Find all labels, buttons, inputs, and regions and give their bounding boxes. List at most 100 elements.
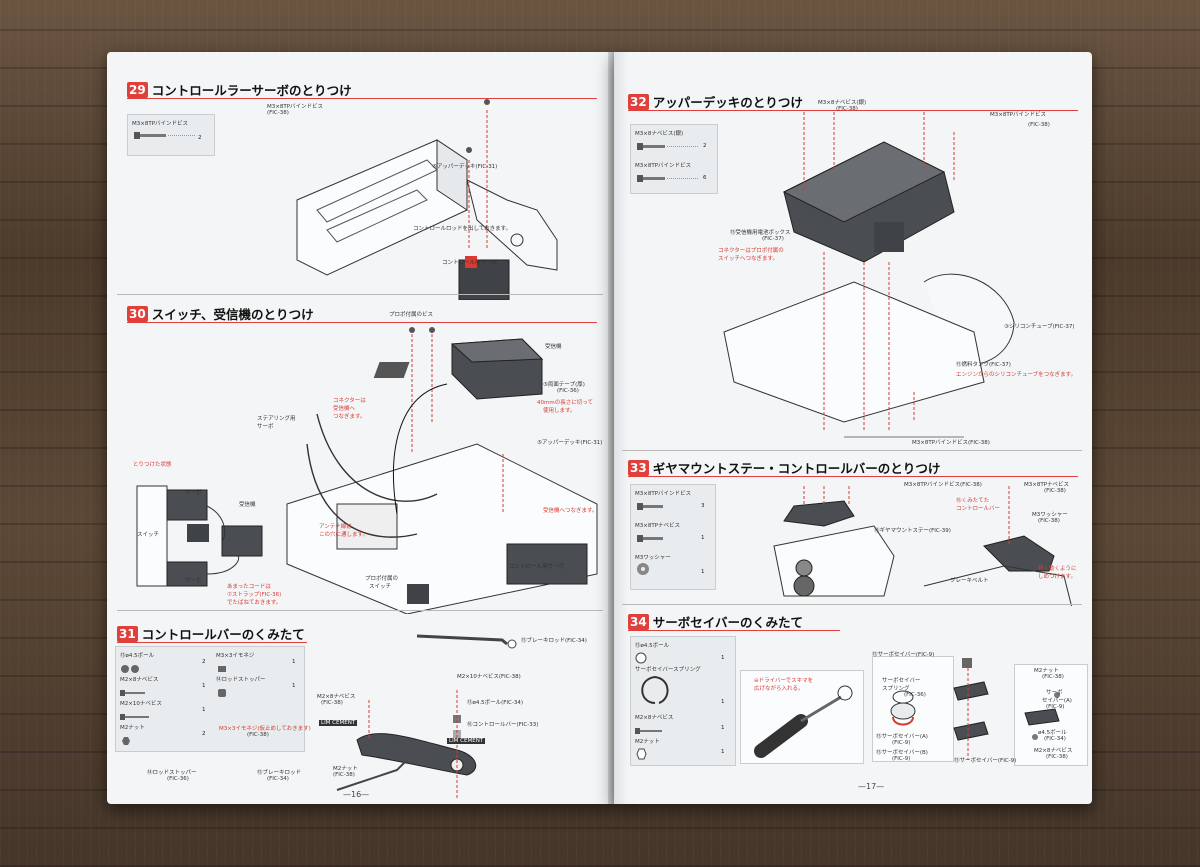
step-number-badge: 30 bbox=[127, 305, 148, 322]
battery-box-code: (FIC-37) bbox=[762, 236, 784, 242]
part-qty: 2 bbox=[202, 659, 206, 665]
connector-note-1: コネクターはプロポ付属の bbox=[718, 248, 784, 254]
m3x8-tp-screw-label: M3×8TPバインドビス bbox=[990, 112, 1047, 118]
connector-note-2: スイッチへつなぎます。 bbox=[718, 256, 778, 262]
parts-box-31: ⑬ø4.5ボール 2 M2×8ナベビス 1 M2×10ナベビス 1 M2ナット … bbox=[115, 646, 305, 752]
part-name: M3×8TPナベビス bbox=[635, 523, 681, 529]
steering-servo-label: ステアリング用 bbox=[257, 416, 296, 422]
inset-servo-label: サーボ bbox=[185, 490, 202, 496]
tape-label: ⑤両面テープ(厚) bbox=[543, 382, 585, 388]
part-name: M3×8TPバインドビス bbox=[635, 491, 692, 497]
propo-switch-label: プロポ付属の bbox=[365, 576, 399, 582]
upper-deck-install-diagram bbox=[723, 112, 1015, 438]
part-qty: 2 bbox=[703, 143, 707, 149]
control-rod-note: コントロールロッドを出しておきます。 bbox=[413, 226, 512, 232]
ball-icon bbox=[121, 665, 139, 673]
control-servo-label: コントロール用サーボ bbox=[509, 564, 565, 570]
part-item: M2×8ナベビス 1 bbox=[635, 713, 731, 740]
step-number-badge: 31 bbox=[117, 625, 138, 642]
detail-saver-code: (FIC-9) bbox=[1046, 704, 1065, 710]
part-qty: 2 bbox=[202, 731, 206, 737]
gear-mount-stay-diagram bbox=[773, 486, 1073, 606]
detail-saver-label-2: セイバー(A) bbox=[1042, 698, 1072, 704]
part-item: ⑭ロッドストッパー 1 bbox=[216, 675, 300, 702]
step-title-text: スイッチ、受信機のとりつけ bbox=[151, 307, 314, 322]
connector-note-1: コネクターは bbox=[333, 398, 366, 404]
screw-icon bbox=[635, 728, 662, 734]
step-title-text: ギヤマウントステー・コントロールバーのとりつけ bbox=[652, 461, 941, 476]
section-29-title: 29 コントロールラーサーボのとりつけ bbox=[127, 80, 352, 99]
nut-icon bbox=[636, 748, 647, 760]
brake-rod-label-2: ⑮ブレーキロッド bbox=[257, 770, 302, 776]
assembled-bar-label-2: コントロールバー bbox=[956, 506, 1001, 512]
screwdriver-inset bbox=[740, 670, 864, 764]
step-number-badge: 32 bbox=[628, 93, 649, 110]
screw-icon bbox=[637, 535, 663, 542]
page-number: —17— bbox=[858, 782, 885, 791]
section-divider bbox=[622, 450, 1082, 451]
m2x8-screw-label: M2×8ナベビス bbox=[317, 694, 356, 700]
part-qty: 1 bbox=[292, 683, 296, 689]
part-name: M2ナット bbox=[635, 739, 660, 745]
m3x8-tp-pan-screw-label: M3×8TPナベビス bbox=[1024, 482, 1070, 488]
nut-icon bbox=[122, 737, 130, 745]
excess-cord-note-2: ⑦ストラップ(FIC-36) bbox=[227, 592, 282, 598]
step-number-badge: 33 bbox=[628, 459, 649, 476]
part-qty: 1 bbox=[292, 659, 296, 665]
bottom-screw-label: M3×8TPバインドビス(FIC-38) bbox=[912, 440, 990, 446]
inset-servo-label-2: サーボ bbox=[185, 578, 202, 584]
part-name: M3×3イモネジ bbox=[216, 653, 255, 659]
part-name: ⑭ロッドストッパー bbox=[216, 677, 266, 683]
cement-badge: LIM CEMENT bbox=[447, 738, 486, 744]
saver-spring-inset bbox=[872, 656, 954, 762]
m3x8-silver-screw-label: M3×8ナベビス(銀) bbox=[818, 100, 867, 106]
section-rule bbox=[127, 98, 597, 99]
saver-a-code: (FIC-9) bbox=[892, 740, 911, 746]
upper-deck-servo-diagram bbox=[296, 99, 558, 300]
part-item: ⑬ø4.5ボール 2 bbox=[120, 651, 210, 678]
fuel-tube-note: エンジンからのシリコンチューブをつなぎます。 bbox=[956, 372, 1077, 378]
part-name: ⑬ø4.5ボール bbox=[635, 643, 670, 649]
m3-washer-code: (FIC-38) bbox=[1038, 518, 1060, 524]
section-33-title: 33 ギヤマウントステー・コントロールバーのとりつけ bbox=[628, 458, 940, 477]
step-title-text: アッパーデッキのとりつけ bbox=[652, 95, 803, 110]
section-divider bbox=[117, 610, 603, 611]
part-name: M3×8ナベビス(銀) bbox=[635, 131, 684, 137]
gear-mount-stay-label: ⑮ギヤマウントステー(FIC-39) bbox=[874, 528, 951, 534]
parts-box-33: M3×8TPバインドビス 3 M3×8TPナベビス 1 M3ワッシャー 1 bbox=[630, 484, 716, 590]
cement-badge: LIM CEMENT bbox=[319, 720, 358, 726]
saver-detail-illustration bbox=[1024, 692, 1060, 740]
part-name: M3×8TPバインドビス bbox=[635, 163, 692, 169]
saver-spring-illustration bbox=[890, 690, 916, 726]
m2x8-screw-code: (FIC-38) bbox=[321, 700, 343, 706]
part-name: サーボセイバースプリング bbox=[635, 667, 701, 673]
part-item: M3×8ナベビス(銀) 2 bbox=[635, 129, 713, 156]
screwdriver-illustration bbox=[754, 685, 853, 758]
part-item: M2ナット 1 bbox=[635, 737, 731, 764]
set-screw-code: (FIC-38) bbox=[247, 732, 269, 738]
step-title-text: コントロールラーサーボのとりつけ bbox=[151, 83, 352, 98]
detail-screw-label: M2×8ナベビス bbox=[1034, 748, 1073, 754]
section-rule bbox=[127, 322, 597, 323]
washer-icon bbox=[637, 563, 649, 575]
part-qty: 1 bbox=[701, 535, 705, 541]
section-31-title: 31 コントロールバーのくみたて bbox=[117, 624, 305, 643]
rod-stopper-label: ⑭ロッドストッパー bbox=[147, 770, 197, 776]
section-divider bbox=[622, 604, 1082, 605]
part-qty: 1 bbox=[721, 725, 725, 731]
step-number-badge: 29 bbox=[127, 81, 148, 98]
left-page: 29 コントロールラーサーボのとりつけ M3×8TPバインドビス 2 M3×8T… bbox=[107, 52, 614, 804]
screw-icon bbox=[120, 714, 149, 720]
excess-cord-note-1: あまったコードは bbox=[227, 584, 271, 590]
page-number: —16— bbox=[343, 790, 370, 799]
detail-ball-code: (FIC-34) bbox=[1044, 736, 1066, 742]
m3x8-tp-pan-screw-code: (FIC-38) bbox=[1044, 488, 1066, 494]
control-bar-label: ⑯コントロールバー(FIC-33) bbox=[467, 722, 539, 728]
part-item: M2×8ナベビス 1 bbox=[120, 675, 210, 702]
m2x10-screw-label: M2×10ナベビス(FIC-38) bbox=[457, 674, 521, 680]
assembled-bar-label: ⑯くみたてた bbox=[956, 498, 990, 504]
part-item: サーボセイバースプリング 1 bbox=[635, 665, 731, 711]
rod-stopper-icon bbox=[218, 689, 226, 697]
silicone-tube-label: ③シリコンチューブ(FIC-37) bbox=[1004, 324, 1075, 330]
saver-spring-code: (FIC-36) bbox=[904, 692, 926, 698]
